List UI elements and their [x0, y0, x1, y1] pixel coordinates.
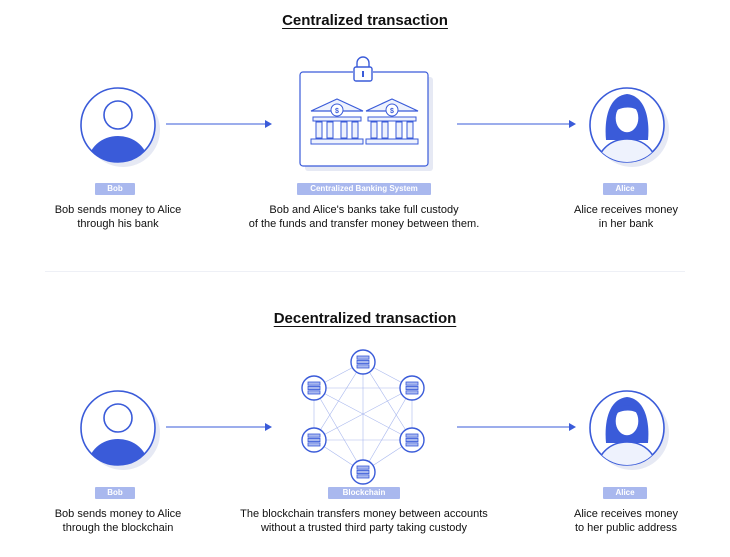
alice-icon [597, 397, 657, 465]
system-caption: Bob and Alice's banks take full custody … [226, 203, 502, 231]
network-links [313, 361, 413, 473]
system-caption-line-1: Bob and Alice's banks take full custody [269, 204, 459, 216]
alice-caption: Alice receives money in her bank [540, 203, 712, 231]
bank-icon: $ [365, 98, 419, 145]
svg-text:$: $ [390, 108, 394, 115]
svg-text:$: $ [335, 108, 339, 115]
decentralized-title: Decentralized transaction [273, 310, 457, 327]
server-icon [301, 427, 327, 453]
bob-caption: Bob sends money to Alice through his ban… [20, 203, 216, 231]
alice-icon [597, 94, 657, 162]
bob-caption-line-2: through the blockchain [62, 522, 174, 534]
system-caption-line-1: The blockchain transfers money between a… [240, 508, 488, 520]
alice-caption-line-1: Alice receives money [574, 204, 678, 216]
system-tag: Centralized Banking System [297, 183, 431, 195]
alice-tag: Alice [603, 487, 647, 499]
alice-caption: Alice receives money to her public addre… [540, 507, 712, 535]
bob-tag: Bob [95, 183, 135, 195]
alice-caption-line-2: in her bank [598, 218, 654, 230]
bob-caption-line-1: Bob sends money to Alice [54, 204, 182, 216]
server-icon [350, 459, 376, 485]
section-divider [45, 271, 685, 272]
server-icon [350, 349, 376, 375]
bob-avatar-centralized [80, 87, 160, 167]
bob-tag: Bob [95, 487, 135, 499]
alice-caption-line-2: to her public address [574, 522, 678, 534]
bob-caption-line-2: through his bank [77, 218, 159, 230]
alice-caption-line-1: Alice receives money [574, 508, 678, 520]
bank-icon: $ [310, 98, 364, 145]
server-icon [399, 427, 425, 453]
user-icon [88, 403, 148, 465]
blockchain-network [301, 349, 425, 485]
system-caption-line-2: without a trusted third party taking cus… [260, 522, 468, 534]
alice-tag: Alice [603, 183, 647, 195]
system-caption: The blockchain transfers money between a… [214, 507, 514, 535]
bob-caption-line-1: Bob sends money to Alice [54, 508, 182, 520]
bob-avatar-decentralized [80, 390, 160, 470]
user-icon [88, 100, 148, 162]
system-caption-line-2: of the funds and transfer money between … [248, 218, 480, 230]
alice-avatar-decentralized [589, 390, 669, 470]
centralized-title: Centralized transaction [282, 12, 448, 29]
bob-caption: Bob sends money to Alice through the blo… [16, 507, 220, 535]
lock-icon [353, 56, 373, 82]
alice-avatar-centralized [589, 87, 669, 167]
bank-system-box: $ $ [299, 56, 433, 171]
system-tag: Blockchain [328, 487, 400, 499]
server-icon [301, 375, 327, 401]
server-icon [399, 375, 425, 401]
